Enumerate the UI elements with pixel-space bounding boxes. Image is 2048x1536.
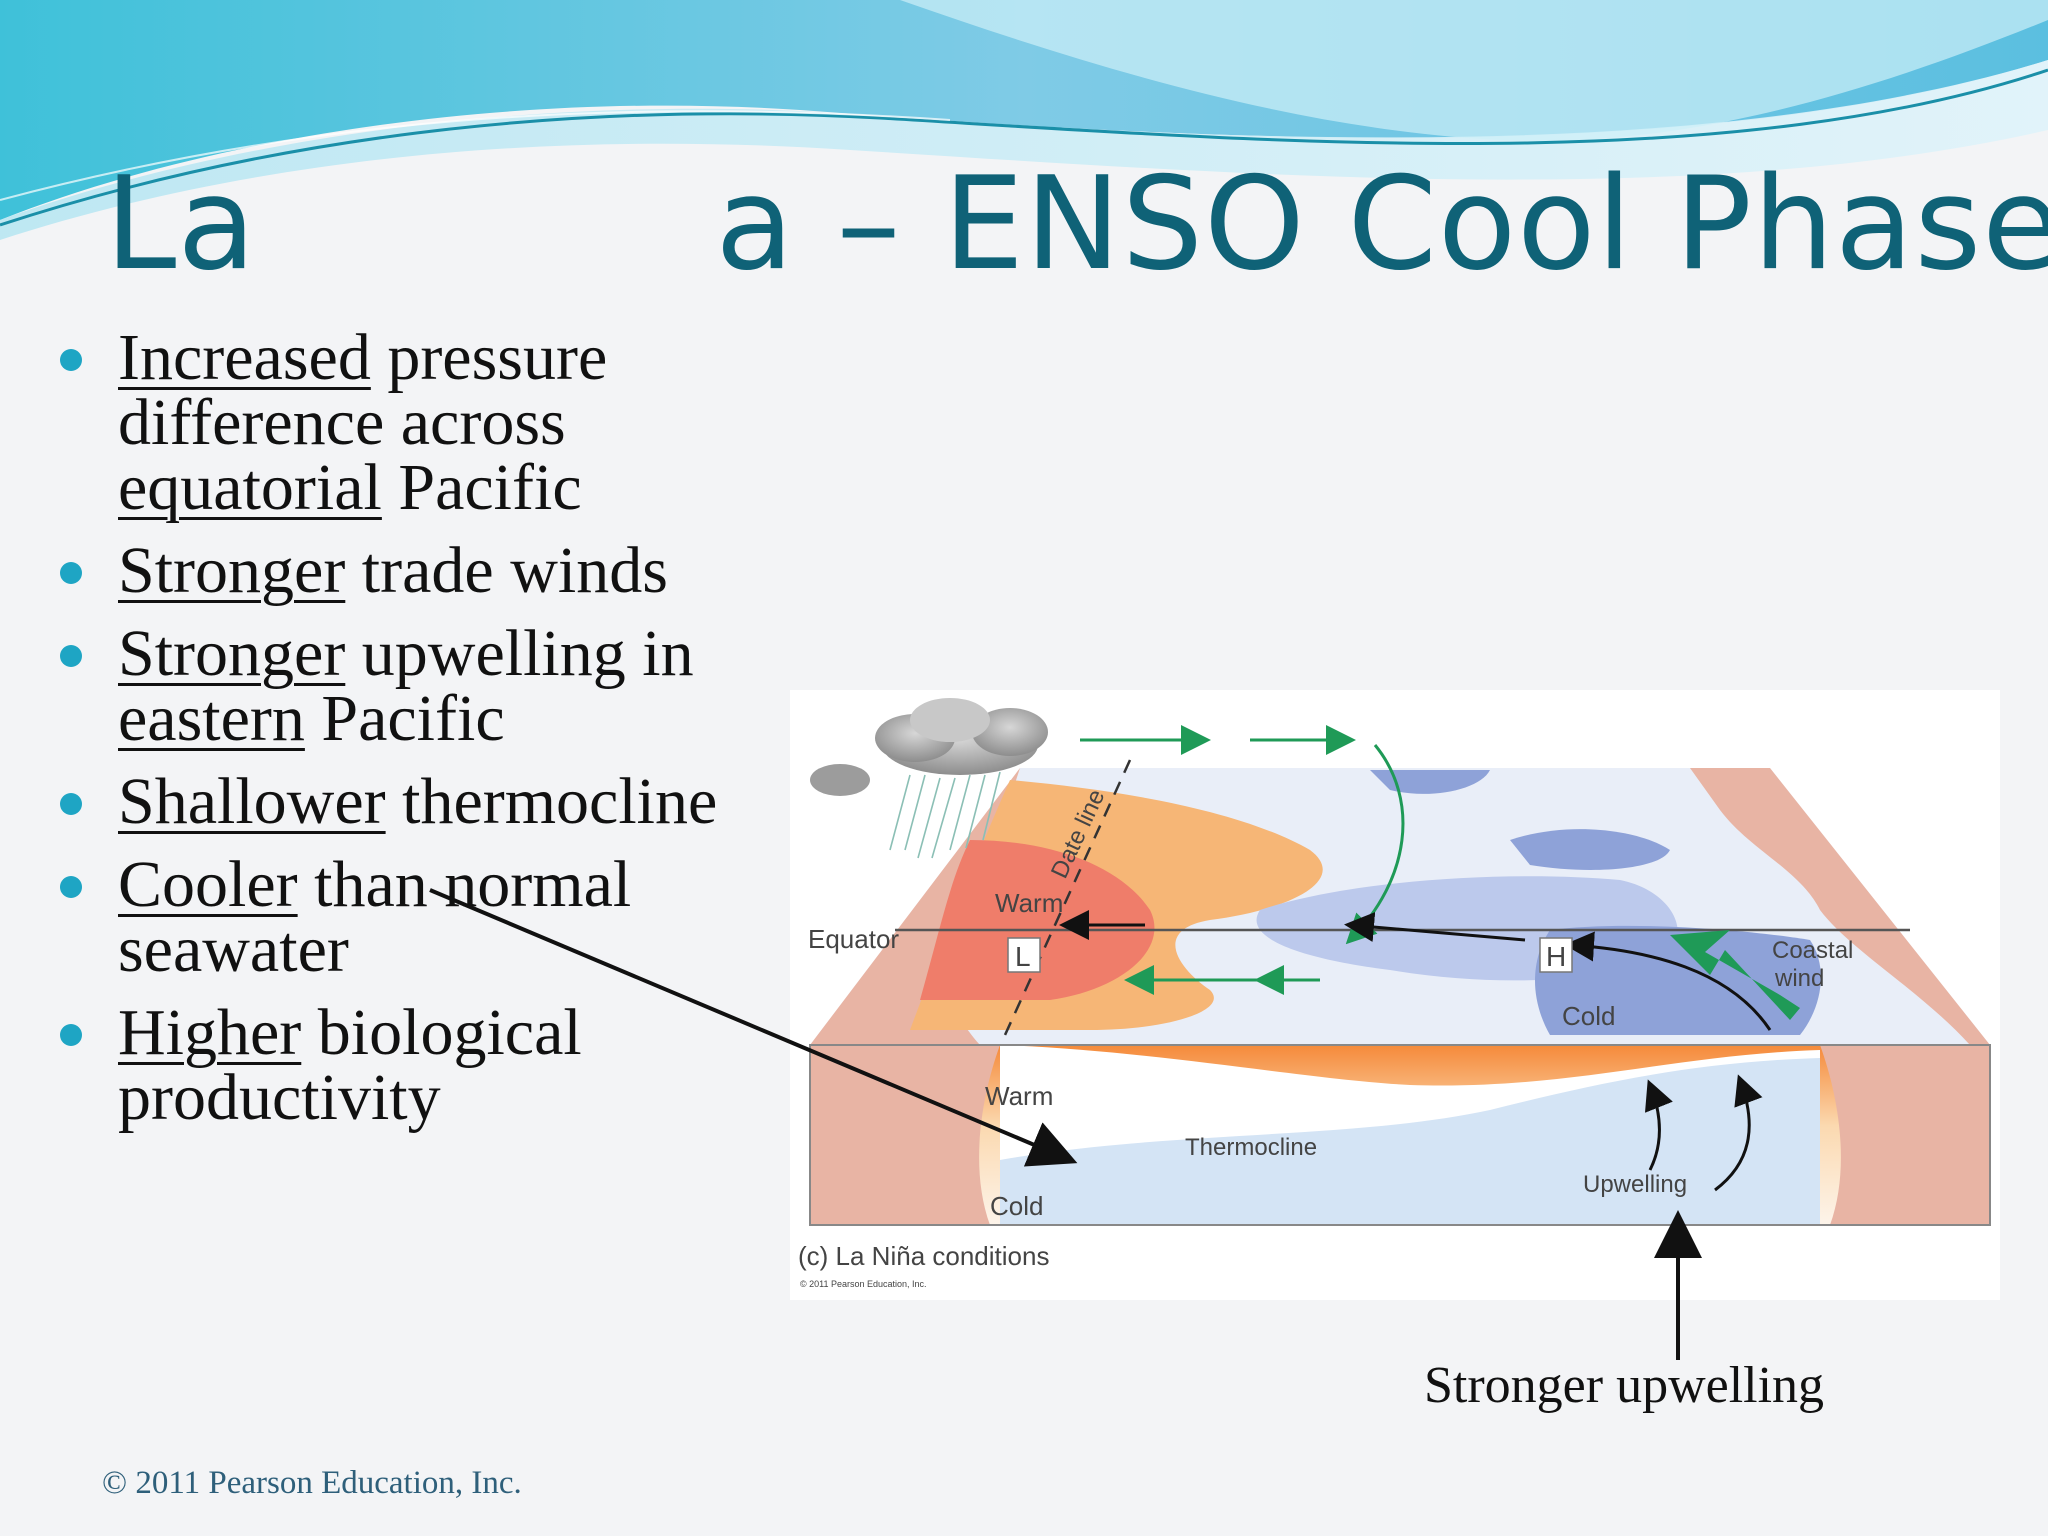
la-nina-diagram: Equator Date line Warm L H Cold Coastal …	[790, 690, 2000, 1300]
high-pressure-label: H	[1546, 941, 1566, 972]
warm-depth-label: Warm	[985, 1081, 1053, 1111]
bullet-item-pressure: Increased pressure difference across equ…	[60, 325, 760, 521]
title-prefix: La	[105, 150, 257, 299]
surface-current-arrows	[1059, 910, 1772, 1192]
stronger-upwelling-annotation: Stronger upwelling	[1424, 1357, 1825, 1414]
bullet-keyword: eastern	[118, 682, 305, 755]
bullet-keyword: Increased	[118, 321, 371, 394]
diagram-credit: © 2011 Pearson Education, Inc.	[800, 1279, 927, 1289]
rain-cloud-icon	[810, 698, 1048, 859]
bullet-keyword: Cooler	[118, 848, 298, 921]
diagram-caption: (c) La Niña conditions	[798, 1241, 1049, 1271]
bullet-dot-icon	[60, 349, 82, 371]
high-pressure-box	[1539, 937, 1573, 973]
warm-surface-label: Warm	[995, 888, 1063, 918]
bullet-text: pressure difference across	[118, 321, 608, 459]
bullet-item-upwelling: Stronger upwelling in eastern Pacific	[60, 621, 760, 752]
upwelling-label: Upwelling	[1583, 1171, 1687, 1198]
equator-label: Equator	[808, 924, 899, 954]
bullet-item-trade-winds: Stronger trade winds	[60, 538, 760, 604]
bullet-text: upwelling in	[345, 617, 694, 690]
bullet-keyword: Stronger	[118, 617, 346, 690]
coastal-wind-label: Coastal	[1772, 937, 1853, 964]
bullet-text: Pacific	[304, 682, 505, 755]
low-pressure-label: L	[1015, 941, 1031, 972]
bullet-text: Pacific	[381, 451, 582, 524]
footer-copyright: © 2011 Pearson Education, Inc.	[102, 1465, 522, 1501]
bullet-keyword: Shallower	[118, 765, 386, 838]
cold-surface-label: Cold	[1562, 1001, 1615, 1031]
bullet-keyword: Stronger	[118, 534, 346, 607]
thermocline-label: Thermocline	[1185, 1134, 1317, 1161]
coastal-wind-label-2: wind	[1774, 965, 1824, 992]
bullet-dot-icon	[60, 645, 82, 667]
bullet-text: trade winds	[345, 534, 668, 607]
bullet-text: thermocline	[385, 765, 718, 838]
slide-title: La a – ENSO Cool Phase	[105, 145, 2048, 305]
bullet-item-productivity: Higher biological productivity	[60, 1000, 760, 1131]
bullet-list: Increased pressure difference across equ…	[60, 325, 760, 1148]
bullet-keyword: equatorial	[118, 451, 382, 524]
ocean-cross-section	[809, 1044, 1991, 1226]
bullet-keyword: Higher	[118, 996, 302, 1069]
bullet-dot-icon	[60, 562, 82, 584]
bullet-dot-icon	[60, 1024, 82, 1046]
bullet-item-seawater: Cooler than normal seawater	[60, 852, 760, 983]
bullet-dot-icon	[60, 793, 82, 815]
bullet-dot-icon	[60, 876, 82, 898]
cold-depth-label: Cold	[990, 1191, 1043, 1221]
coastal-wind-arrow-icon	[1670, 930, 1800, 1020]
title-suffix: a – ENSO Cool Phase	[715, 150, 2048, 299]
bullet-item-thermocline: Shallower thermocline	[60, 769, 760, 835]
